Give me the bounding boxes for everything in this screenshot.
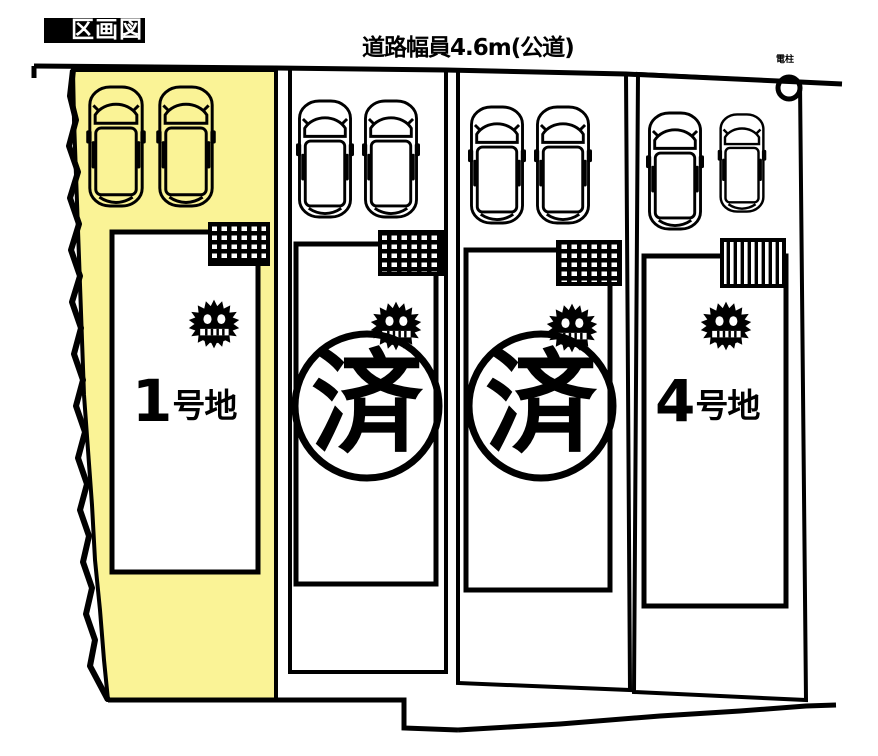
- utility-pole-icon: [775, 74, 803, 102]
- stairs-plot-4: [720, 238, 786, 288]
- stairs-plot-2: [378, 230, 444, 276]
- plot-1-label[interactable]: 1号地: [132, 372, 237, 430]
- house-footprint-1: [109, 229, 261, 575]
- road-width-label: 道路幅員4.6m(公道): [362, 35, 575, 61]
- plot-3-sold-label[interactable]: 済: [485, 339, 597, 469]
- stairs-plot-1: [208, 222, 270, 266]
- title-marker-icon: [44, 18, 69, 43]
- sold-circle-plot-3: [465, 330, 617, 482]
- stairs-plot-3: [556, 240, 622, 286]
- plot-1-number: 1: [132, 367, 173, 435]
- plot-2-sold-label[interactable]: 済: [311, 339, 423, 469]
- site-bottom-boundary: [108, 697, 837, 733]
- page-title: 区画図: [44, 18, 145, 43]
- road-frontage-line: [31, 63, 843, 87]
- plot-4-number: 4: [655, 367, 696, 435]
- plot-4-label[interactable]: 4号地: [655, 372, 760, 430]
- utility-pole-label: 電柱: [775, 55, 794, 65]
- plot-1-suffix: 号地: [172, 386, 237, 425]
- page-title-text: 区画図: [69, 17, 145, 43]
- house-footprint-3: [463, 247, 613, 593]
- sold-circle-plot-2: [291, 330, 443, 482]
- plot-4-suffix: 号地: [695, 386, 760, 425]
